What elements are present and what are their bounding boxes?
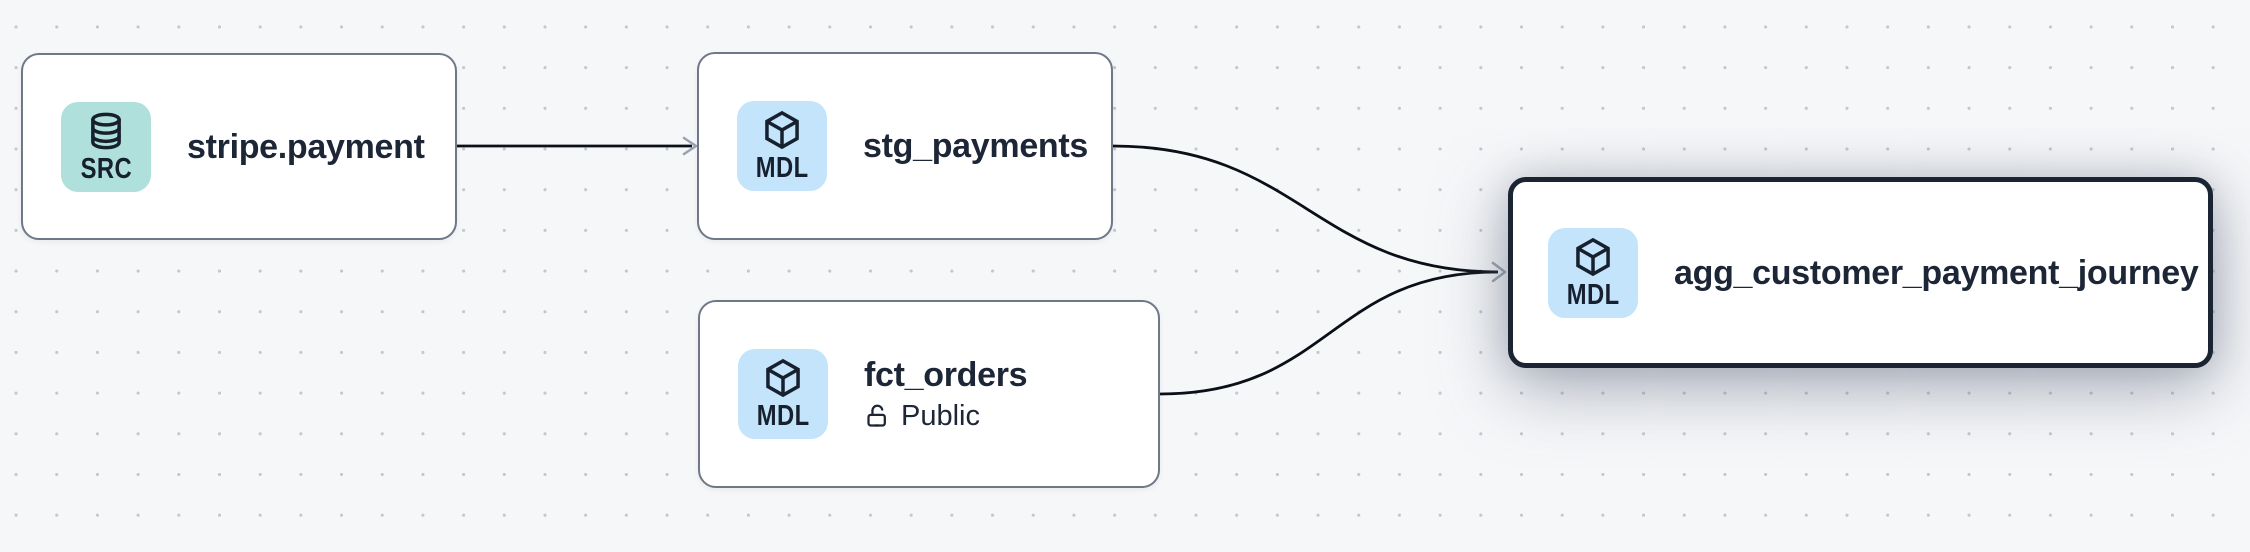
edge-stg-payments-to-agg-customer-payment-journey[interactable] [1112, 144, 1499, 274]
node-title: agg_customer_payment_journey [1674, 253, 2199, 292]
badge-label: MDL [755, 152, 809, 184]
badge-label: MDL [1566, 278, 1620, 311]
arrowhead-icon [1491, 261, 1507, 283]
database-icon [91, 112, 121, 149]
model-badge: MDL [738, 349, 828, 439]
node-stripe-payment[interactable]: SRC stripe.payment [21, 53, 457, 240]
cube-icon [766, 358, 800, 398]
access-label: Public [901, 400, 980, 432]
arrowhead-icon [682, 136, 698, 156]
model-badge: MDL [1548, 227, 1638, 318]
model-badge: MDL [737, 101, 827, 191]
unlock-icon [867, 404, 886, 427]
node-stg-payments[interactable]: MDL stg_payments [697, 52, 1113, 240]
edge-fct-orders-to-agg-customer-payment-journey[interactable] [1159, 270, 1499, 396]
node-title: stripe.payment [187, 127, 425, 166]
node-title: fct_orders [864, 356, 1028, 394]
badge-label: MDL [756, 400, 810, 432]
cube-icon [1576, 237, 1610, 276]
node-agg-customer-payment-journey[interactable]: MDL agg_customer_payment_journey [1508, 177, 2213, 368]
source-badge: SRC [61, 101, 151, 192]
badge-label: SRC [80, 152, 132, 185]
node-title: stg_payments [863, 127, 1089, 165]
access-row: Public [864, 400, 1027, 433]
cube-icon [765, 110, 799, 150]
node-fct-orders[interactable]: MDL fct_orders Public [698, 300, 1160, 488]
